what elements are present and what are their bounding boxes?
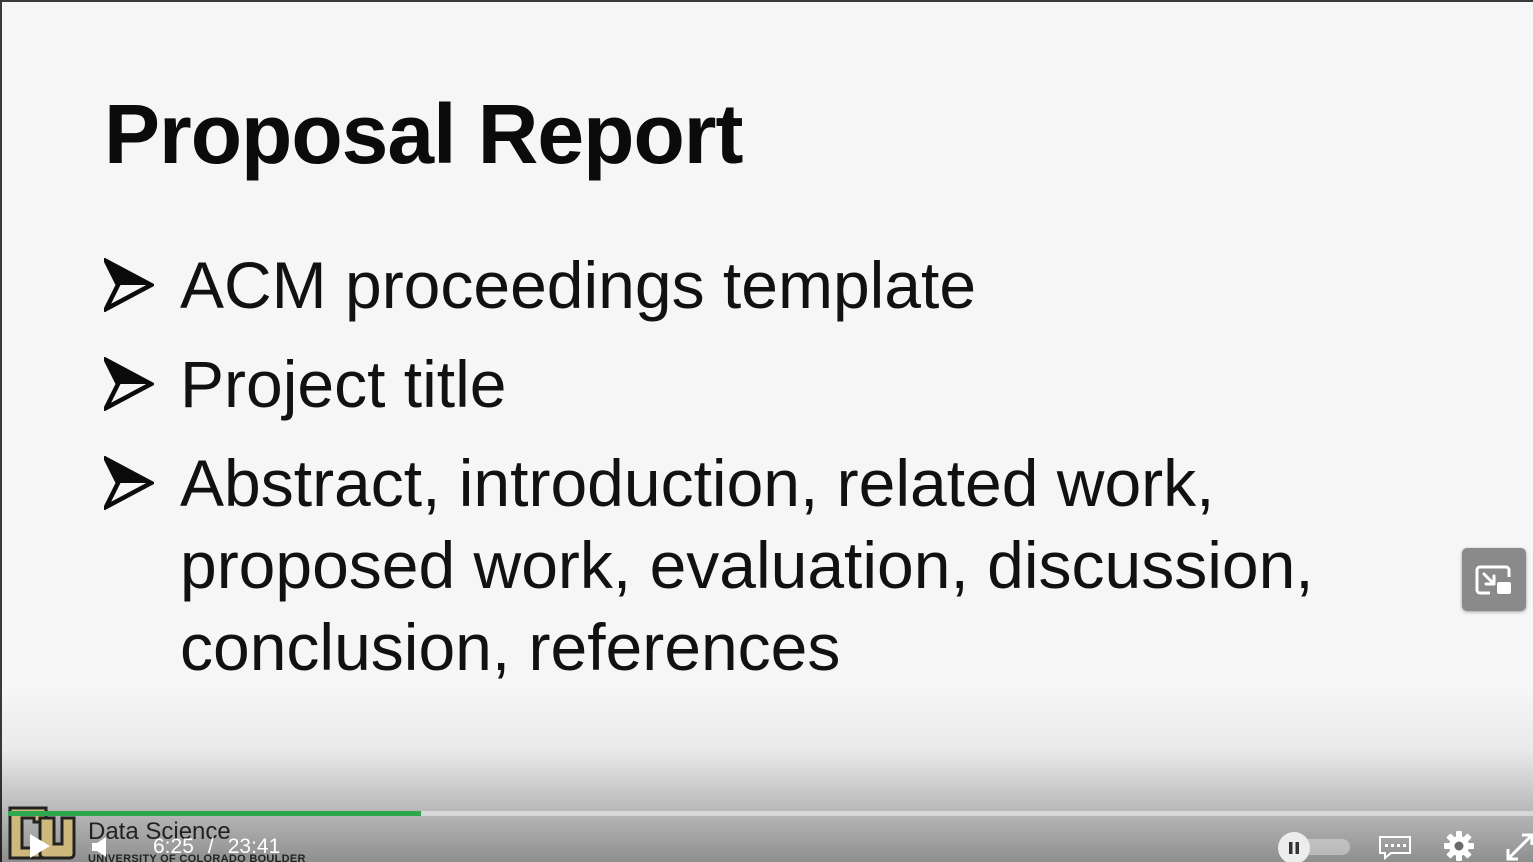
captions-button[interactable] [1376, 832, 1414, 862]
bullet-text: Project title [180, 347, 507, 421]
fullscreen-icon [1506, 833, 1533, 861]
speed-toggle[interactable] [1278, 832, 1350, 862]
captions-icon [1379, 836, 1411, 860]
arrowhead-bullet-icon [104, 456, 154, 510]
bullet-item: Abstract, introduction, related work, pr… [104, 442, 1420, 688]
bullet-text: ACM proceedings template [180, 248, 977, 322]
duration: 23:41 [227, 835, 281, 858]
progress-bar[interactable] [8, 811, 1533, 816]
toggle-track [1298, 839, 1350, 855]
time-separator: / [207, 835, 214, 858]
time-display: 6:25 / 23:41 [153, 835, 280, 859]
arrowhead-bullet-icon [104, 258, 154, 312]
bullet-list: ACM proceedings template Project title A… [104, 244, 1420, 705]
gear-icon [1444, 831, 1474, 861]
bullet-text: Abstract, introduction, related work, pr… [180, 446, 1314, 684]
bullet-item: ACM proceedings template [104, 244, 1420, 326]
bullet-item: Project title [104, 343, 1420, 425]
fullscreen-button[interactable] [1505, 830, 1533, 862]
channel-watermark: Data Science UNIVERSITY OF COLORADO BOUL… [6, 804, 366, 862]
play-button[interactable] [22, 830, 58, 862]
watermark-subtitle: UNIVERSITY OF COLORADO BOULDER [88, 853, 306, 862]
progress-fill [8, 811, 422, 816]
volume-icon [92, 837, 106, 857]
picture-in-picture-icon [1475, 565, 1511, 594]
arrowhead-bullet-icon [104, 357, 154, 411]
pause-icon [1289, 842, 1299, 854]
current-time: 6:25 [153, 835, 194, 858]
volume-button[interactable] [86, 832, 112, 862]
settings-button[interactable] [1442, 830, 1476, 862]
watermark-title: Data Science [88, 818, 231, 845]
toggle-knob[interactable] [1278, 832, 1310, 862]
picture-in-picture-button[interactable] [1462, 548, 1526, 611]
controls-gradient [0, 690, 1533, 862]
play-icon [30, 834, 50, 858]
slide-title: Proposal Report [104, 87, 743, 181]
